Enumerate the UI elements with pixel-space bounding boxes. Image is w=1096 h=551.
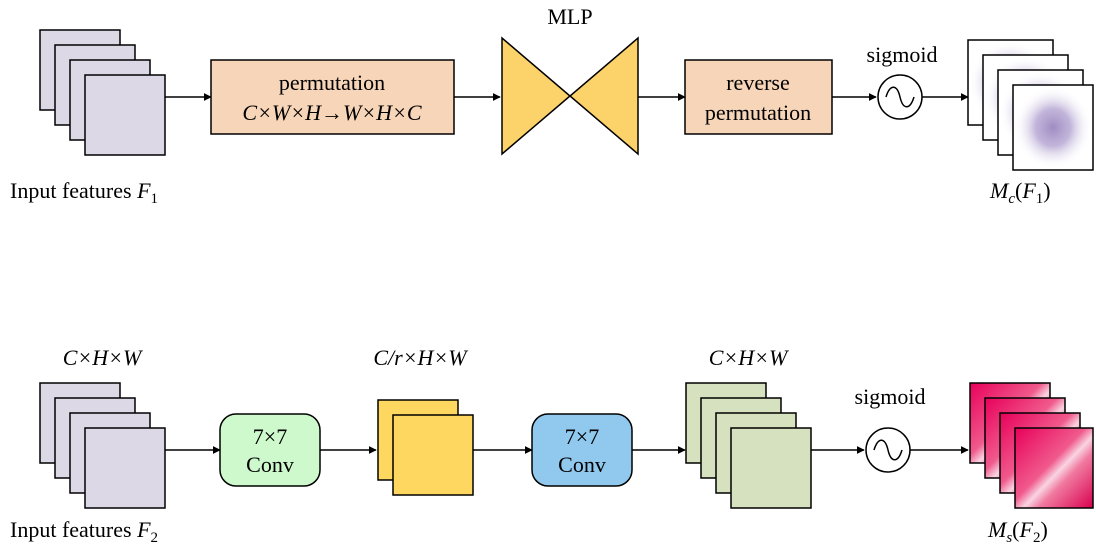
- spatial-attention-branch: C×H×W Input features F2 7×7 Conv C/r×H×W…: [10, 345, 1094, 546]
- sine-wave-icon: [865, 427, 911, 473]
- channel-map-label: Mc(F1): [989, 178, 1051, 207]
- reverse-permutation-line1: reverse: [726, 70, 790, 95]
- reverse-permutation-line2: permutation: [705, 100, 811, 125]
- input-features-label-2: Input features F2: [10, 517, 158, 546]
- mlp-right-triangle: [568, 36, 639, 156]
- permutation-formula: C×W×H→W×H×C: [242, 100, 421, 125]
- conv2-type-label: Conv: [558, 452, 606, 477]
- channel-attention-branch: Input features F1 permutation C×W×H→W×H×…: [10, 4, 1094, 207]
- spatial-attention-map-stack: [969, 382, 1094, 509]
- reverse-permutation-box: [684, 59, 833, 135]
- mlp-left-triangle: [501, 36, 572, 156]
- input-feature-stack-2: [39, 382, 166, 509]
- conv1-kernel-label: 7×7: [253, 424, 287, 449]
- conv2-kernel-label: 7×7: [565, 424, 599, 449]
- channel-attention-map-stack: [967, 39, 1094, 171]
- dim-label-output: C×H×W: [709, 345, 789, 370]
- input-features-label-1: Input features F1: [10, 178, 158, 207]
- dim-label-input: C×H×W: [63, 345, 143, 370]
- input-feature-stack-1: [39, 29, 166, 156]
- output-feature-stack: [685, 382, 812, 509]
- permutation-title: permutation: [279, 70, 385, 95]
- dim-label-reduced: C/r×H×W: [373, 345, 468, 370]
- spatial-map-label: Ms(F2): [987, 517, 1048, 546]
- sigmoid-label-1: sigmoid: [867, 42, 938, 67]
- conv1-type-label: Conv: [246, 452, 294, 477]
- reduced-feature-stack: [377, 399, 474, 496]
- mlp-label: MLP: [547, 4, 592, 29]
- sigmoid-label-2: sigmoid: [855, 384, 926, 409]
- sine-wave-icon: [877, 74, 923, 120]
